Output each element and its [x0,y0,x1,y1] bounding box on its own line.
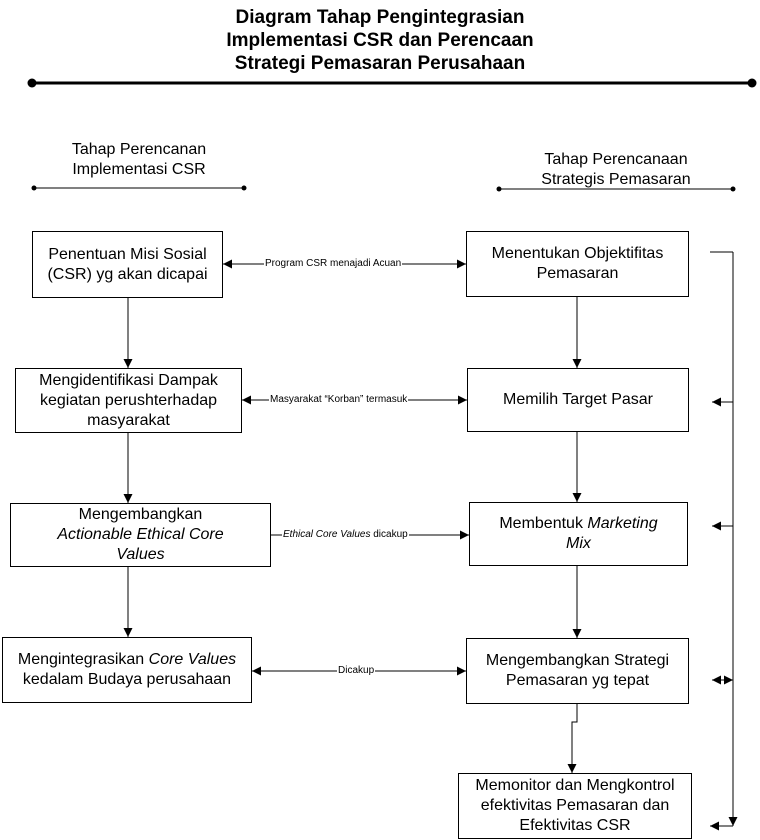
connector-label-3-rest: dicakup [370,529,408,540]
box-mengidentifikasi-dampak: Mengidentifikasi Dampak kegiatan perusht… [15,368,242,433]
box-mengintegrasikan-core-values: Mengintegrasikan Core Values kedalam Bud… [2,637,252,703]
box-text: Memilih Target Pasar [503,391,653,408]
box-menentukan-objektifitas: Menentukan Objektifitas Pemasaran [466,231,689,297]
box-text: Menentukan Objektifitas [491,245,664,262]
left-header-line-1: Tahap Perencanan [71,141,207,158]
box-text: kegiatan perushterhadap [39,391,218,409]
box-text: Mengintegrasikan Core Values [18,650,236,670]
box-memilih-target-pasar: Memilih Target Pasar [467,368,689,432]
connector-label-1: Program CSR menajadi Acuan [264,258,403,270]
connector-label-4: Dicakup [337,665,376,677]
title-line-1: Diagram Tahap Pengintegrasian [235,7,525,28]
box-mengembangkan-strategi: Mengembangkan Strategi Pemasaran yg tepa… [466,638,689,704]
box-text: Efektivitas CSR [519,817,631,834]
connector-label-2: Masyarakat “Korban” termasuk [269,394,409,406]
box-membentuk-marketing-mix: Membentuk Marketing Mix [469,502,688,566]
title-divider [27,78,757,88]
box-text: Actionable Ethical Core [57,526,224,543]
box-mengembangkan-core-values: Mengembangkan Actionable Ethical Core Va… [10,503,271,567]
right-column-header: Tahap Perencanaan Strategis Pemasaran [499,150,733,190]
box-text: Penentuan Misi Sosial [48,245,207,263]
diagram-title: Diagram Tahap Pengintegrasian Implementa… [0,6,760,75]
left-column-header: Tahap Perencanan Implementasi CSR [34,140,244,180]
right-header-line-1: Tahap Perencanaan [544,151,688,168]
box-text: Pemasaran [536,265,619,282]
box-text: Membentuk Marketing [499,514,657,534]
box-text: Pemasaran yg tepat [505,672,650,689]
box-text-part: Mengintegrasikan [17,651,149,668]
connector-label-3-italic: Ethical Core Values [283,529,371,540]
title-line-2: Implementasi CSR dan Perencaan [226,30,534,51]
box-text: efektivitas Pemasaran dan [480,797,670,814]
left-header-underline [31,185,247,191]
connector-label-3: Ethical Core Values dicakup [282,529,409,541]
left-header-line-2: Implementasi CSR [72,161,206,178]
box-text: Mengembangkan Strategi [485,652,670,669]
title-line-3: Strategi Pemasaran Perusahaan [234,53,526,74]
box-text: Memonitor dan Mengkontrol [475,777,675,794]
box-text: Mengembangkan [78,506,203,523]
box-text: Mix [566,535,591,552]
arrow-right-4-5 [567,704,578,773]
box-memonitor-mengkontrol: Memonitor dan Mengkontrol efektivitas Pe… [458,773,692,839]
box-text: kedalam Budaya perusahaan [22,671,232,688]
box-text: Values [116,546,165,563]
box-text: (CSR) yg akan dicapai [47,265,208,283]
box-text: Mengidentifikasi Dampak [39,371,218,389]
box-text: masyarakat [87,411,170,429]
box-text-italic: Marketing [587,515,658,532]
box-penentuan-misi-sosial: Penentuan Misi Sosial (CSR) yg akan dica… [32,231,223,298]
right-header-line-2: Strategis Pemasaran [541,171,691,188]
box-text-part: Membentuk [499,515,588,532]
right-header-underline [496,186,736,192]
feedback-loop [710,251,738,831]
box-text-italic: Core Values [148,651,237,668]
